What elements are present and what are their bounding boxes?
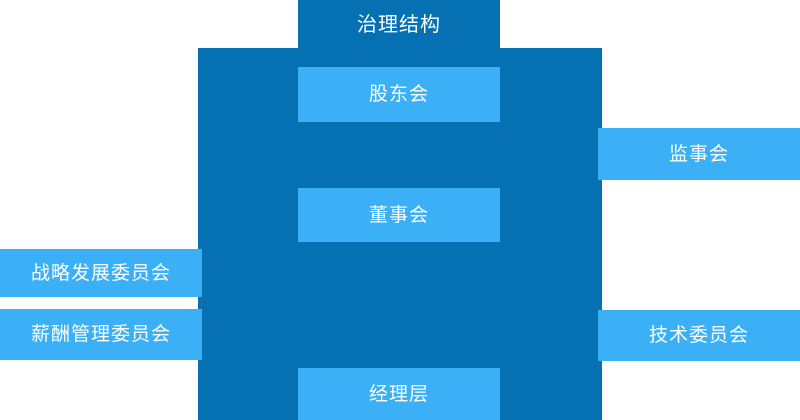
diagram-title: 治理结构: [298, 0, 500, 48]
node-technology-committee[interactable]: 技术委员会: [598, 310, 800, 361]
node-shareholders-meeting[interactable]: 股东会: [298, 67, 500, 122]
node-management-layer[interactable]: 经理层: [298, 368, 500, 420]
node-strategy-development-committee[interactable]: 战略发展委员会: [0, 249, 202, 297]
node-board-of-supervisors[interactable]: 监事会: [598, 128, 800, 180]
node-compensation-management-committee[interactable]: 薪酬管理委员会: [0, 309, 202, 360]
node-board-of-directors[interactable]: 董事会: [298, 188, 500, 242]
